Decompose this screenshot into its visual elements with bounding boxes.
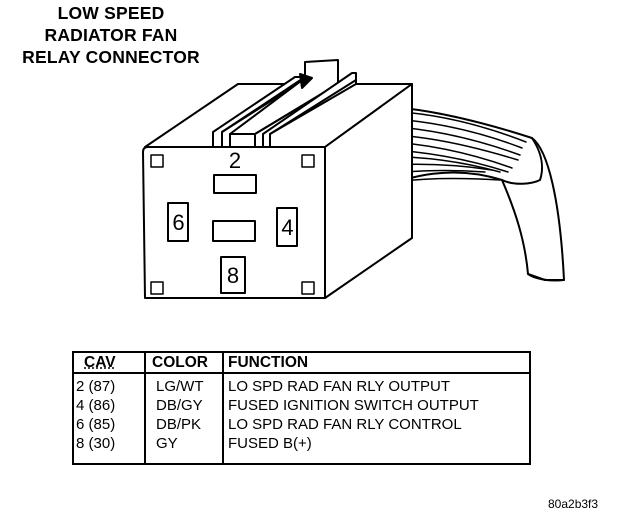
cavity-4 (276, 207, 298, 247)
title-line-1: LOW SPEED (57, 3, 165, 23)
cell-color: GY (145, 434, 224, 464)
cell-color: DB/PK (145, 415, 224, 434)
cavity-label-6: 6 (172, 210, 184, 235)
corner-mark (301, 281, 315, 295)
pinout-table: CAV COLOR FUNCTION 2 (87) LG/WT LO SPD R… (72, 351, 531, 465)
connector-front-face (142, 146, 326, 299)
cavity-center (212, 220, 256, 242)
cell-cav: 4 (86) (73, 396, 146, 415)
latch-rail-right-inner (269, 79, 357, 135)
latch-tab-grip (299, 73, 313, 89)
cell-cav: 2 (87) (73, 373, 146, 396)
corner-mark (150, 281, 164, 295)
cavity-label-2: 2 (229, 148, 241, 173)
cell-cav: 6 (85) (73, 415, 146, 434)
title-line-3: RELAY CONNECTOR (22, 47, 200, 67)
table-row: 6 (85) DB/PK LO SPD RAD FAN RLY CONTROL (73, 415, 530, 434)
connector-body (142, 59, 413, 299)
cavity-8 (220, 256, 246, 294)
cell-color: LG/WT (145, 373, 224, 396)
cavity-label-8: 8 (227, 263, 239, 288)
cell-function: FUSED IGNITION SWITCH OUTPUT (228, 397, 479, 414)
diagram-title: LOW SPEED RADIATOR FAN RELAY CONNECTOR (0, 2, 222, 68)
cavity-label-4: 4 (281, 215, 293, 240)
cavity-6 (167, 202, 189, 242)
figure-id: 80a2b3f3 (548, 497, 599, 511)
wire-sleeve-end (501, 137, 543, 185)
cell-function: LO SPD RAD FAN RLY OUTPUT (228, 378, 450, 395)
cell-function: FUSED B(+) (228, 435, 312, 452)
cell-function: LO SPD RAD FAN RLY CONTROL (228, 416, 462, 433)
table-row: 4 (86) DB/GY FUSED IGNITION SWITCH OUTPU… (73, 396, 530, 415)
cell-cav: 8 (30) (73, 434, 146, 464)
header-function: FUNCTION (223, 352, 530, 374)
header-color: COLOR (145, 352, 224, 374)
corner-mark (301, 154, 315, 168)
cavity-2 (213, 174, 257, 194)
title-line-2: RADIATOR FAN (44, 25, 178, 45)
cell-color: DB/GY (145, 396, 224, 415)
table-header-row: CAV COLOR FUNCTION (73, 352, 530, 374)
wire-sleeve-bottom (527, 273, 565, 282)
header-cav: CAV (73, 352, 146, 374)
table-row: 2 (87) LG/WT LO SPD RAD FAN RLY OUTPUT (73, 373, 530, 396)
corner-mark (150, 154, 164, 168)
table-row: 8 (30) GY FUSED B(+) (73, 434, 530, 464)
